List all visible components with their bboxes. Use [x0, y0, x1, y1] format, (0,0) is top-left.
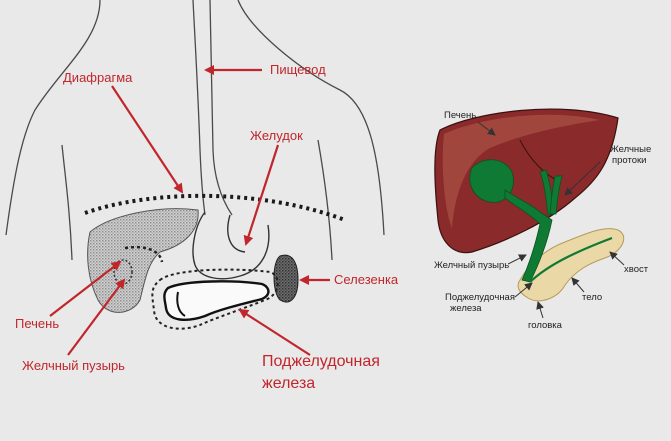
- right-leader-lines: [477, 121, 625, 319]
- diaphragm-line: [84, 193, 346, 222]
- right-label-liver: Печень: [444, 110, 476, 121]
- label-gallbladder: Желчный пузырь: [22, 358, 125, 373]
- pancreas-inner-line: [176, 291, 186, 317]
- right-label-bile-ducts-1: Желчные: [610, 144, 651, 155]
- right-labels: Печень Желчные протоки Желчный пузырь По…: [434, 110, 651, 331]
- label-stomach: Желудок: [250, 128, 303, 143]
- label-pancreas-line2: железа: [262, 375, 315, 392]
- label-esophagus: Пищевод: [270, 62, 326, 77]
- spleen-shape: [273, 254, 299, 303]
- liver-dotted-outline: [124, 245, 164, 263]
- right-label-pancreas-2: железа: [450, 303, 482, 314]
- label-pancreas-line1: Поджелудочная: [262, 353, 380, 370]
- arrow-liver: [49, 260, 122, 317]
- right-label-tail: хвост: [624, 264, 649, 275]
- right-label-body: тело: [582, 292, 602, 303]
- body-outline: [5, 0, 385, 261]
- arrow-gallbladder: [67, 278, 126, 356]
- right-label-head: головка: [528, 320, 563, 331]
- label-liver: Печень: [15, 316, 59, 331]
- left-labels: Пищевод Диафрагма Желудок Селезенка Пече…: [15, 62, 399, 392]
- arrow-pancreas: [238, 308, 311, 356]
- stomach-shape: [192, 211, 270, 280]
- right-label-gallbladder: Желчный пузырь: [434, 260, 509, 271]
- right-label-pancreas-1: Поджелудочная: [445, 292, 515, 303]
- label-spleen: Селезенка: [334, 272, 399, 287]
- right-label-bile-ducts-2: протоки: [612, 155, 647, 166]
- bile-ducts: [469, 159, 563, 283]
- arrow-diaphragm: [111, 85, 184, 194]
- pancreas-shape: [163, 280, 270, 321]
- left-arrows: [49, 65, 330, 356]
- right-liver-highlight: [442, 114, 600, 228]
- arrow-stomach: [243, 144, 280, 246]
- label-diaphragm: Диафрагма: [63, 70, 133, 85]
- right-pancreas-shape: [517, 228, 625, 302]
- pancreatic-duct: [529, 236, 613, 283]
